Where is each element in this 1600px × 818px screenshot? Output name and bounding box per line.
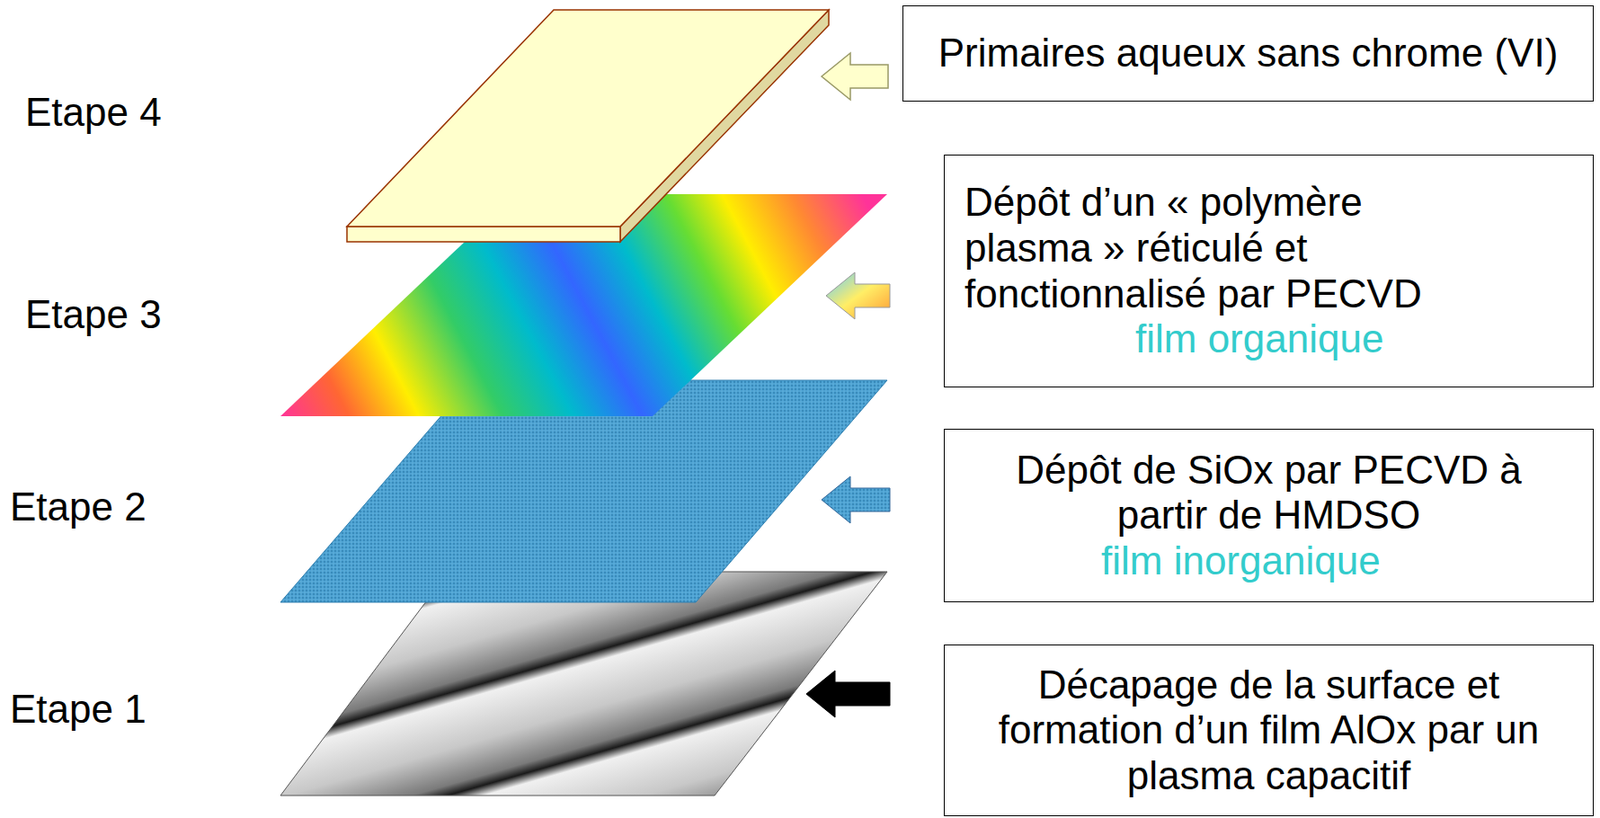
text-box: Décapage de la surface et formation d’un…	[943, 644, 1594, 817]
organic-layer	[280, 194, 888, 417]
primer-slab-front	[346, 226, 621, 242]
block-arrow	[821, 476, 890, 524]
result-text: film inorganique	[1101, 538, 1551, 585]
text-box: Dépôt d’un « polymère plasma » réticulé …	[943, 154, 1594, 388]
box-text: Décapage de la surface et formation d’un…	[972, 662, 1566, 800]
primer-slab-top	[346, 9, 829, 227]
block-arrow	[826, 272, 890, 320]
step-label: Etape 3	[25, 292, 162, 338]
block-arrow	[806, 670, 890, 718]
box-text: Primaires aqueux sans chrome (VI)	[924, 30, 1573, 77]
text-box: Dépôt de SiOx par PECVD à partir de HMDS…	[943, 428, 1594, 603]
aluminium-layer	[280, 571, 888, 796]
step-label: Etape 2	[9, 484, 147, 531]
step-label: Etape 4	[25, 89, 162, 136]
box-text: Dépôt d’un « polymère plasma » réticulé …	[964, 179, 1468, 317]
box-text: Dépôt de SiOx par PECVD à partir de HMDS…	[990, 447, 1548, 539]
result-text: film organique	[1135, 316, 1567, 363]
step-label: Etape 1	[9, 686, 147, 733]
text-box: Primaires aqueux sans chrome (VI)	[902, 5, 1594, 102]
block-arrow	[821, 53, 889, 100]
